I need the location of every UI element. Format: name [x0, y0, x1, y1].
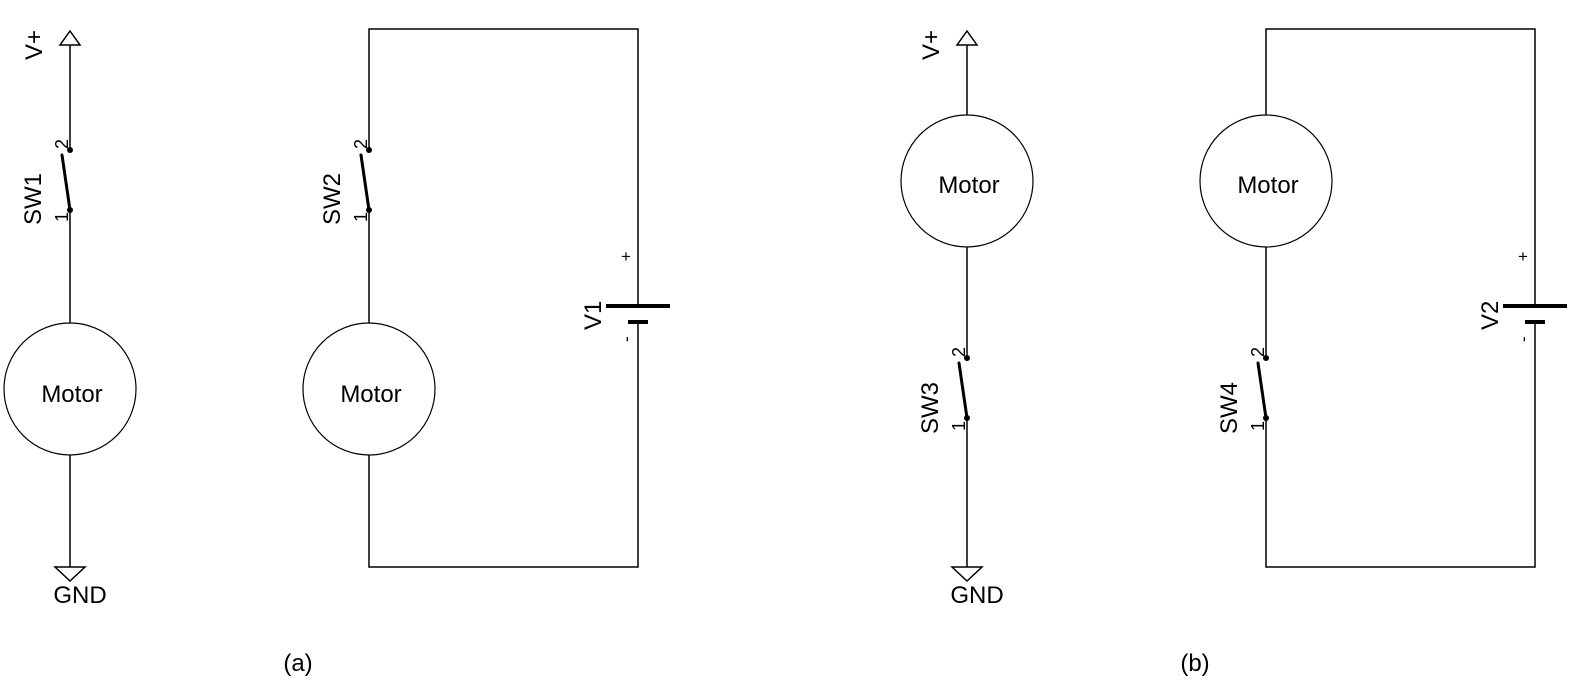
- switch-pin-2-dot: [1263, 355, 1269, 361]
- circuit-b-right: Motor SW4 2 1 + - V2: [1199, 28, 1567, 568]
- supply-label: V+: [21, 30, 48, 60]
- switch-lever-icon: [60, 153, 72, 212]
- switch-pin-2: 2: [52, 139, 72, 149]
- battery-plus: +: [621, 247, 631, 266]
- switch-name: SW1: [20, 173, 47, 225]
- battery-minus: -: [1514, 336, 1533, 342]
- switch-pin-2: 2: [351, 139, 371, 149]
- circuit-a-right: SW2 2 1 Motor + - V1: [302, 28, 670, 568]
- supply-arrow-icon: [58, 29, 82, 46]
- ground-label: GND: [53, 582, 106, 609]
- wire: [368, 322, 639, 568]
- switch-pin-1: 1: [949, 421, 969, 431]
- wire: [1265, 322, 1536, 568]
- motor-label: Motor: [340, 381, 401, 408]
- switch-pin-2-dot: [964, 355, 970, 361]
- switch-pin-1: 1: [1248, 421, 1268, 431]
- switch-pin-2-dot: [366, 147, 372, 153]
- battery-plus: +: [1518, 247, 1528, 266]
- switch-pin-2-dot: [67, 147, 73, 153]
- ground-icon: [950, 566, 984, 583]
- switch-name: SW2: [319, 173, 346, 225]
- motor-label: Motor: [41, 381, 102, 408]
- switch-name: SW4: [1216, 382, 1243, 434]
- switch-pin-1: 1: [351, 212, 371, 222]
- motor-circle: [302, 322, 436, 456]
- caption-b: (b): [1180, 650, 1209, 677]
- switch-lever-icon: [1256, 361, 1268, 420]
- wire: [1265, 28, 1536, 306]
- battery-name: V2: [1477, 301, 1504, 330]
- switch-pin-1: 1: [52, 212, 72, 222]
- circuit-b-left: V+ Motor SW3 2 1 GND: [900, 29, 1034, 609]
- wire: [368, 28, 639, 306]
- battery-minus: -: [617, 336, 636, 342]
- battery-name: V1: [580, 301, 607, 330]
- ground-label: GND: [950, 582, 1003, 609]
- motor-label: Motor: [938, 172, 999, 199]
- motor-label: Motor: [1237, 172, 1298, 199]
- switch-lever-icon: [957, 361, 969, 420]
- circuit-a-left: V+ SW1 2 1 Motor GND: [3, 29, 137, 609]
- switch-pin-2: 2: [1248, 347, 1268, 357]
- ground-icon: [53, 566, 87, 583]
- switch-lever-icon: [359, 153, 371, 212]
- switch-pin-2: 2: [949, 347, 969, 357]
- supply-arrow-icon: [955, 29, 979, 46]
- supply-label: V+: [918, 30, 945, 60]
- switch-name: SW3: [917, 382, 944, 434]
- caption-a: (a): [283, 650, 312, 677]
